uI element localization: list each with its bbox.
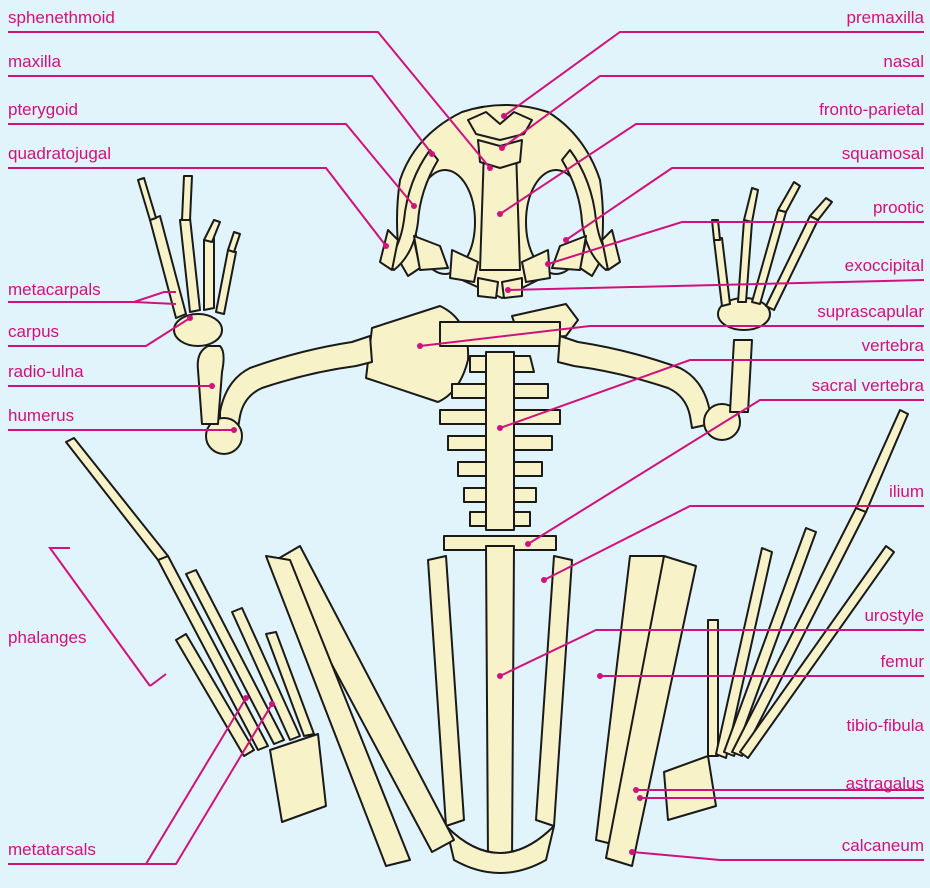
right-radio-ulna-bone [730,340,752,412]
dot-suprascapular [417,343,423,349]
pelvis [428,546,572,873]
label-metatarsals: metatarsals [8,840,96,860]
dot-metatarsals-b [269,701,275,707]
label-astragalus: astragalus [846,774,924,794]
label-calcaneum: calcaneum [842,836,924,856]
left-metacarpal-3 [204,238,214,310]
right-toe-1 [708,620,718,756]
label-sacral-vertebra: sacral vertebra [812,376,924,396]
vertebral-centra [486,352,514,530]
label-pterygoid: pterygoid [8,100,78,120]
label-ilium: ilium [889,482,924,502]
left-exoccipital-bone [478,278,498,298]
right-finger-3 [778,182,800,212]
dot-sacral-vertebra [525,541,531,547]
dot-nasal [499,145,505,151]
label-humerus: humerus [8,406,74,426]
label-squamosal: squamosal [842,144,924,164]
right-metacarpal-1 [714,238,730,306]
dot-maxilla [429,151,435,157]
leader-sacral-vertebra [528,400,924,544]
dot-sphenethmoid [487,165,493,171]
label-carpus: carpus [8,322,59,342]
label-vertebra: vertebra [862,336,924,356]
leader-phalanges-bottom [150,674,166,686]
dot-humerus [231,427,237,433]
dot-carpus [187,315,193,321]
left-toe-tips [66,438,168,560]
leader-pterygoid [8,124,414,206]
label-maxilla: maxilla [8,52,61,72]
left-metacarpal-4 [216,250,236,314]
label-tibio-fibula: tibio-fibula [847,716,925,736]
dot-quadratojugal [383,243,389,249]
label-urostyle: urostyle [864,606,924,626]
left-humerus-bone [220,336,372,428]
leader-exoccipital [508,280,924,290]
dot-prootic [545,261,551,267]
left-finger-2 [182,176,192,220]
leader-ilium [544,506,924,580]
right-metacarpal-2 [738,220,752,302]
left-finger-1 [138,178,156,220]
label-metacarpals: metacarpals [8,280,101,300]
label-femur: femur [881,652,924,672]
left-finger-4 [228,232,240,252]
left-arm [138,176,372,454]
dot-premaxilla [501,113,507,119]
label-radio-ulna: radio-ulna [8,362,84,382]
label-suprascapular: suprascapular [817,302,924,322]
left-finger-3 [204,220,220,242]
leader-phalanges-top [50,548,150,686]
left-carpus-bones [174,314,222,346]
leader-metacarpals-2 [134,302,176,304]
label-quadratojugal: quadratojugal [8,144,111,164]
label-prootic: prootic [873,198,924,218]
label-phalanges: phalanges [8,628,86,648]
dot-femur [597,673,603,679]
urostyle-bone [486,546,514,872]
right-exoccipital-bone [502,278,522,298]
right-finger-4 [810,198,832,220]
leader-quadratojugal [8,168,386,246]
dot-exoccipital [505,287,511,293]
dot-fronto-parietal [497,211,503,217]
left-ilium-bone [428,556,464,826]
dot-pterygoid [411,203,417,209]
label-fronto-parietal: fronto-parietal [819,100,924,120]
label-sphenethmoid: sphenethmoid [8,8,115,28]
dot-urostyle [497,673,503,679]
dot-calcaneum [629,849,635,855]
dot-ilium [541,577,547,583]
dot-squamosal [563,237,569,243]
dot-astragalus [637,795,643,801]
dot-vertebra [497,425,503,431]
right-tarsus-bones [664,756,716,820]
right-ilium-bone [536,556,572,826]
left-tarsus-bones [270,734,326,822]
dot-metatarsals-a [243,695,249,701]
label-premaxilla: premaxilla [847,8,924,28]
label-exoccipital: exoccipital [845,256,924,276]
dot-tibio-fibula [633,787,639,793]
dot-radio-ulna [209,383,215,389]
left-metacarpal-2 [180,218,200,312]
right-humerus-bone [558,336,710,428]
right-finger-2 [744,188,758,222]
label-nasal: nasal [883,52,924,72]
